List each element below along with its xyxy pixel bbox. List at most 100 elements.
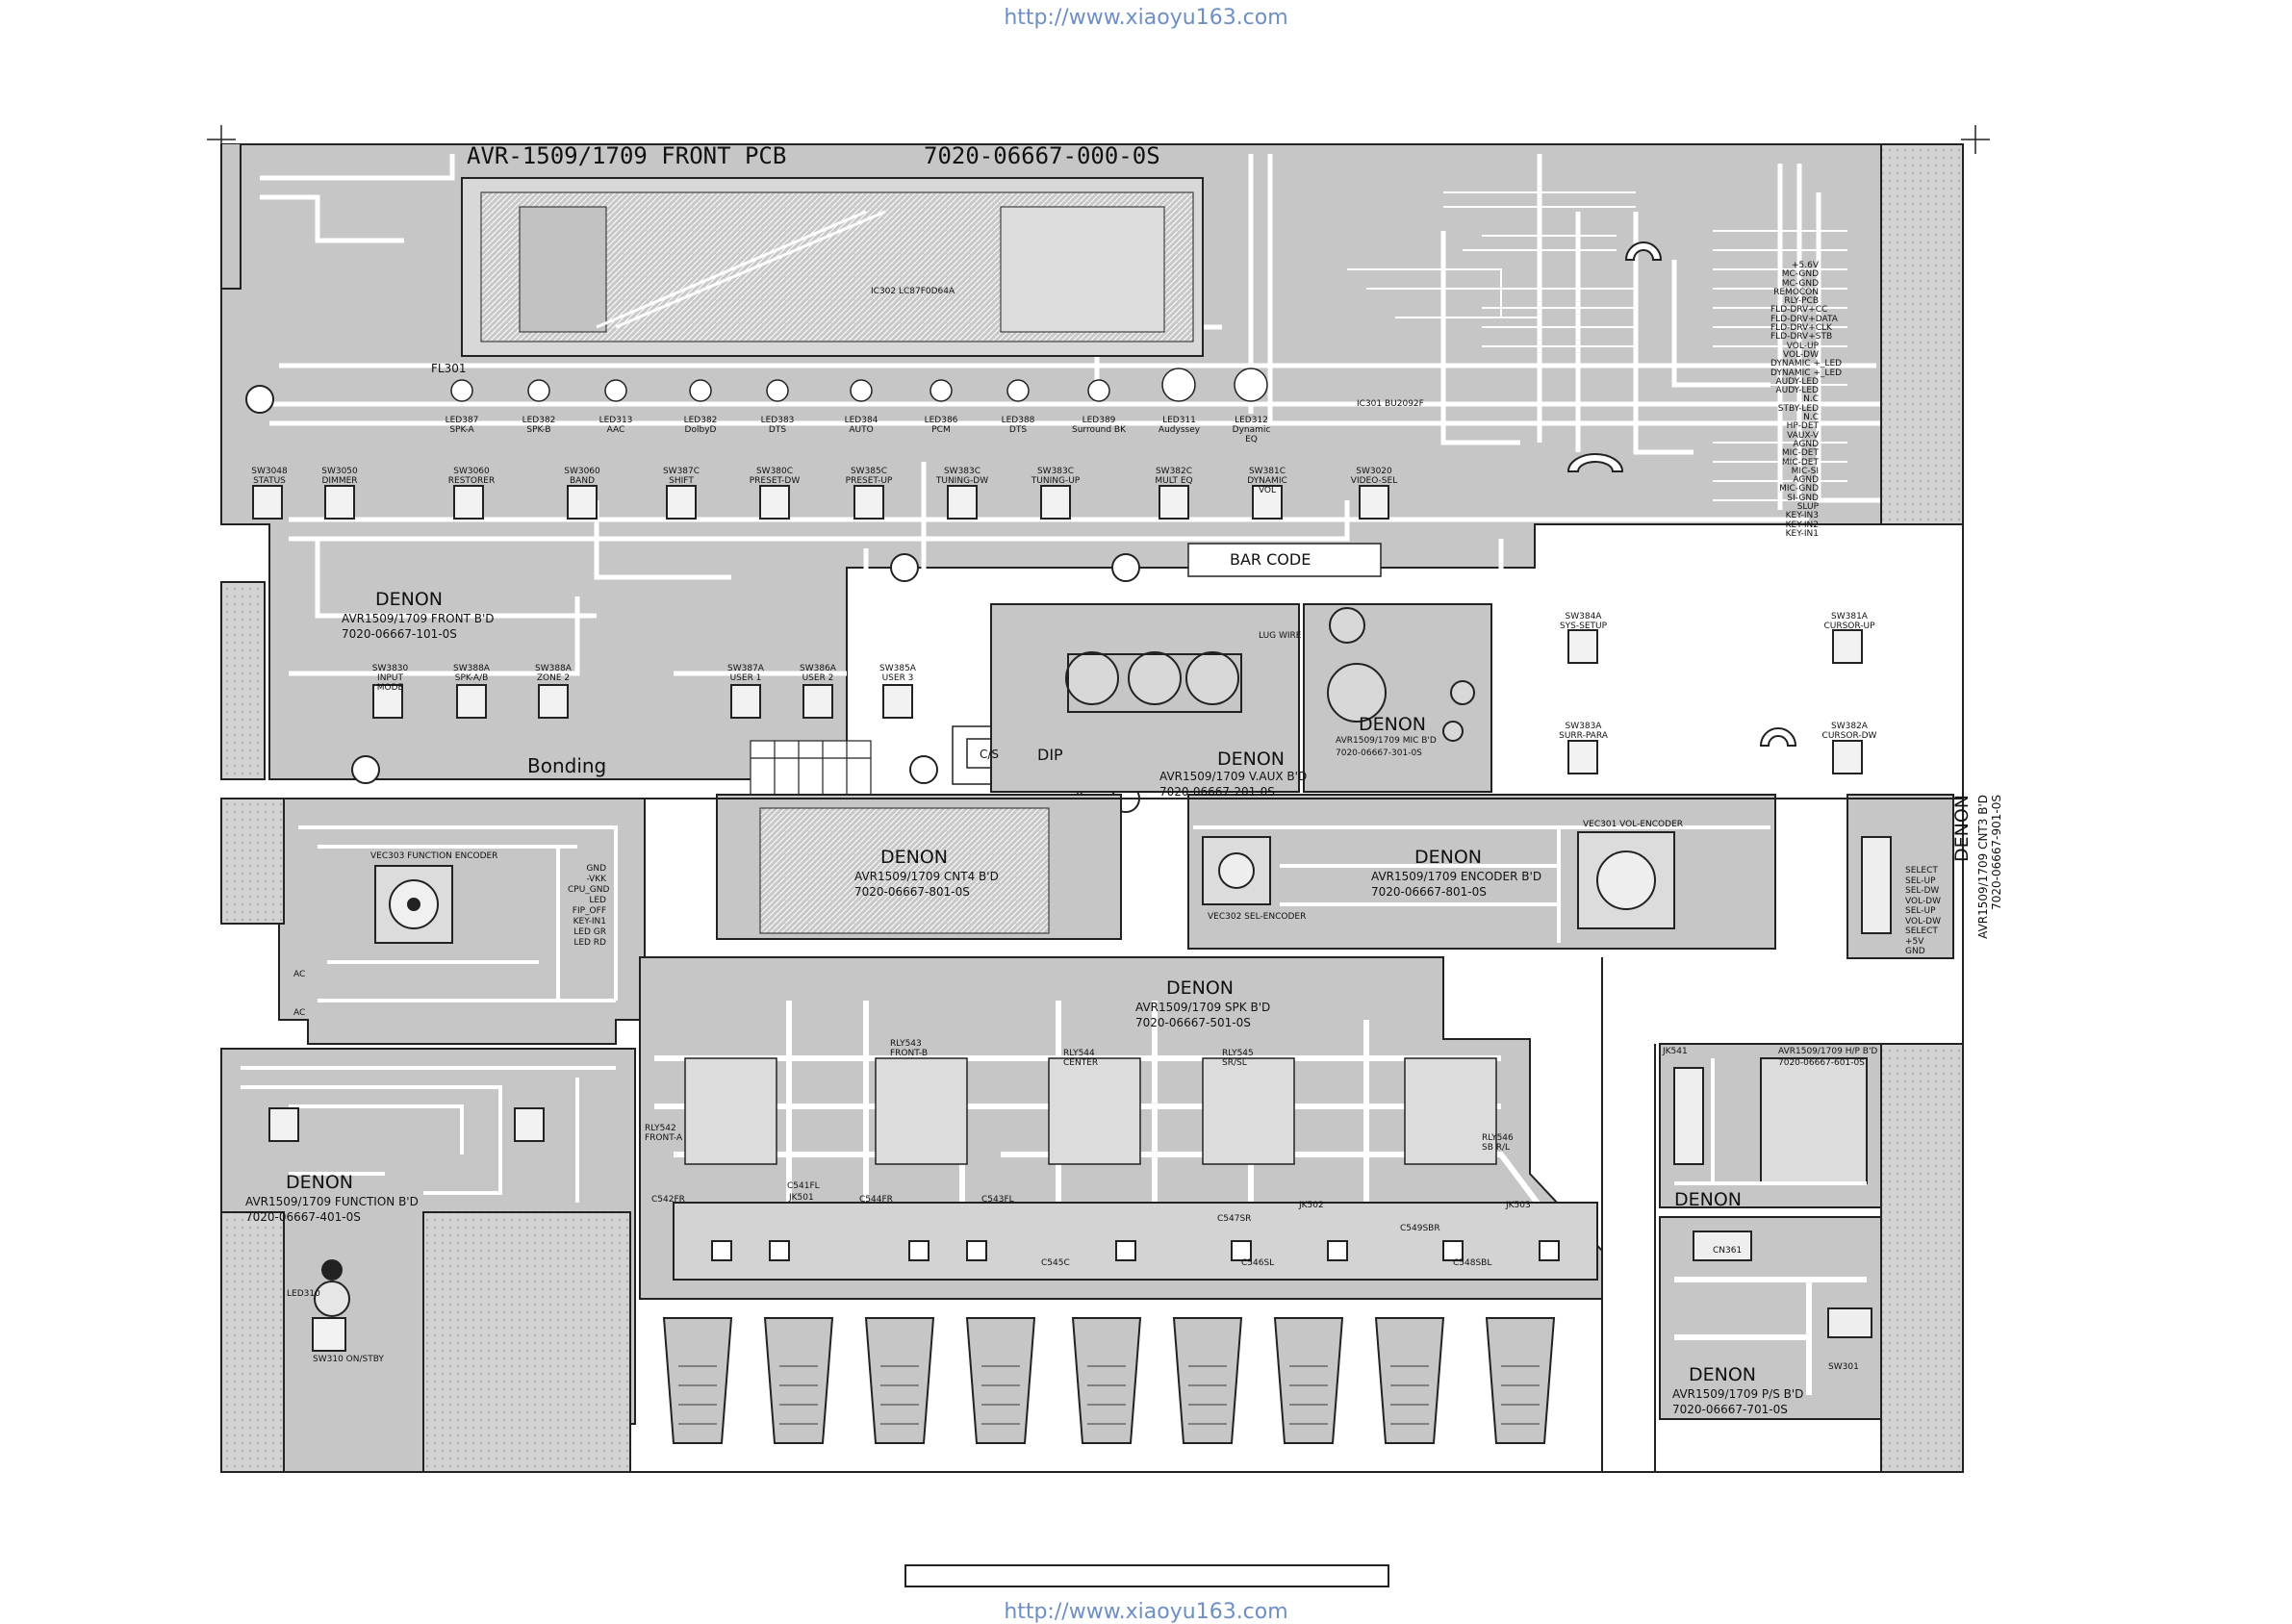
source-url-bottom[interactable]: http://www.xiaoyu163.com [1004, 1600, 1288, 1624]
function-board-code: 7020-06667-401-0S [245, 1210, 361, 1224]
cap-c547sr: C547SR [1217, 1214, 1252, 1224]
cap-c542fr: C542FR [651, 1195, 685, 1205]
cap-c541fl: C541FL [787, 1181, 820, 1191]
bar-code-label: BAR CODE [1230, 550, 1312, 569]
cap-c544fr: C544FR [859, 1195, 893, 1205]
mic-board-code: 7020-06667-301-0S [1336, 749, 1422, 758]
cap-c549sbr: C549SBR [1400, 1224, 1440, 1233]
ps-board-brand: DENON [1689, 1364, 1757, 1385]
front-board-code: 7020-06667-101-0S [342, 627, 457, 641]
encoder-board-name: AVR1509/1709 ENCODER B'D [1371, 870, 1542, 883]
spk-relays [684, 1057, 1497, 1165]
ps-board [1659, 1216, 1882, 1420]
vec302-label: VEC302 SEL-ENCODER [1208, 912, 1307, 922]
vec303-label: VEC303 FUNCTION ENCODER [370, 851, 498, 861]
lug-wire-label: LUG WIRE [1259, 631, 1302, 641]
encoder-board [1187, 794, 1776, 950]
cap-c548sbl: C548SBL [1453, 1258, 1492, 1268]
process-table [750, 740, 872, 799]
ps-switch-label: SW301 [1828, 1362, 1859, 1372]
mic-board [1303, 603, 1492, 793]
ps-traces [1674, 1277, 1867, 1395]
ic301-label: IC301 BU2092F [1357, 399, 1424, 409]
jack-jk502: JK502 [1299, 1201, 1324, 1210]
function-board-name: AVR1509/1709 FUNCTION B'D [245, 1195, 419, 1208]
spk-board-name: AVR1509/1709 SPK B'D [1135, 1001, 1271, 1014]
led310-label: LED310 [287, 1289, 320, 1299]
knob-ribs [678, 1365, 1540, 1425]
encoder-board-code: 7020-06667-801-0S [1371, 885, 1487, 899]
encoder-board-brand: DENON [1414, 847, 1483, 868]
pcb-number: 7020-06667-000-0S [924, 142, 1160, 169]
cnt4-board [716, 794, 1122, 940]
hp-board-code: 7020-06667-601-0S [1778, 1058, 1865, 1068]
vfd-display [461, 177, 1204, 357]
cursor-switches [1567, 629, 1863, 774]
cnt4-board-code: 7020-06667-801-0S [854, 885, 970, 899]
mic-board-brand: DENON [1359, 714, 1427, 735]
speaker-knobs [640, 1304, 1602, 1477]
bonding-label: Bonding [527, 754, 607, 777]
ac-label: AC [293, 970, 306, 979]
source-url-top[interactable]: http://www.xiaoyu163.com [1004, 6, 1288, 30]
front-led-row [450, 368, 1268, 402]
encoder-traces [1193, 825, 1770, 943]
cnt3-board-code: 7020-06667-901-0S [1990, 795, 2003, 910]
hp-traces [1674, 1058, 1867, 1185]
main-switch-area [314, 1259, 350, 1317]
board-separator-lines [221, 144, 1964, 1473]
cap-c546sl: C546SL [1241, 1258, 1275, 1268]
cnt3-board-name: AVR1509/1709 CNT3 B'D [1976, 795, 1990, 939]
hp-jack-label: JK541 [1663, 1047, 1688, 1056]
jack-jk503: JK503 [1506, 1201, 1531, 1210]
cap-c545c: C545C [1041, 1258, 1070, 1268]
dip-label: DIP [1037, 746, 1063, 764]
hp-board [1659, 1043, 1882, 1208]
front-switch-row [252, 485, 1389, 520]
spk-board-code: 7020-06667-501-0S [1135, 1016, 1251, 1029]
ps-board-name: AVR1509/1709 P/S B'D [1672, 1387, 1804, 1401]
function-board-traces [298, 825, 618, 1002]
jack-jk501: JK501 [789, 1193, 814, 1203]
user-switch-row [372, 684, 913, 719]
function-encoder [374, 865, 453, 944]
vaux-board-code: 7020-06667-201-0S [1159, 785, 1275, 799]
pcb-title: AVR-1509/1709 FRONT PCB [467, 142, 787, 169]
cnt3-board [1846, 794, 1954, 959]
ps-board-code: 7020-06667-701-0S [1672, 1403, 1788, 1416]
vaux-board-name: AVR1509/1709 V.AUX B'D [1159, 770, 1308, 783]
